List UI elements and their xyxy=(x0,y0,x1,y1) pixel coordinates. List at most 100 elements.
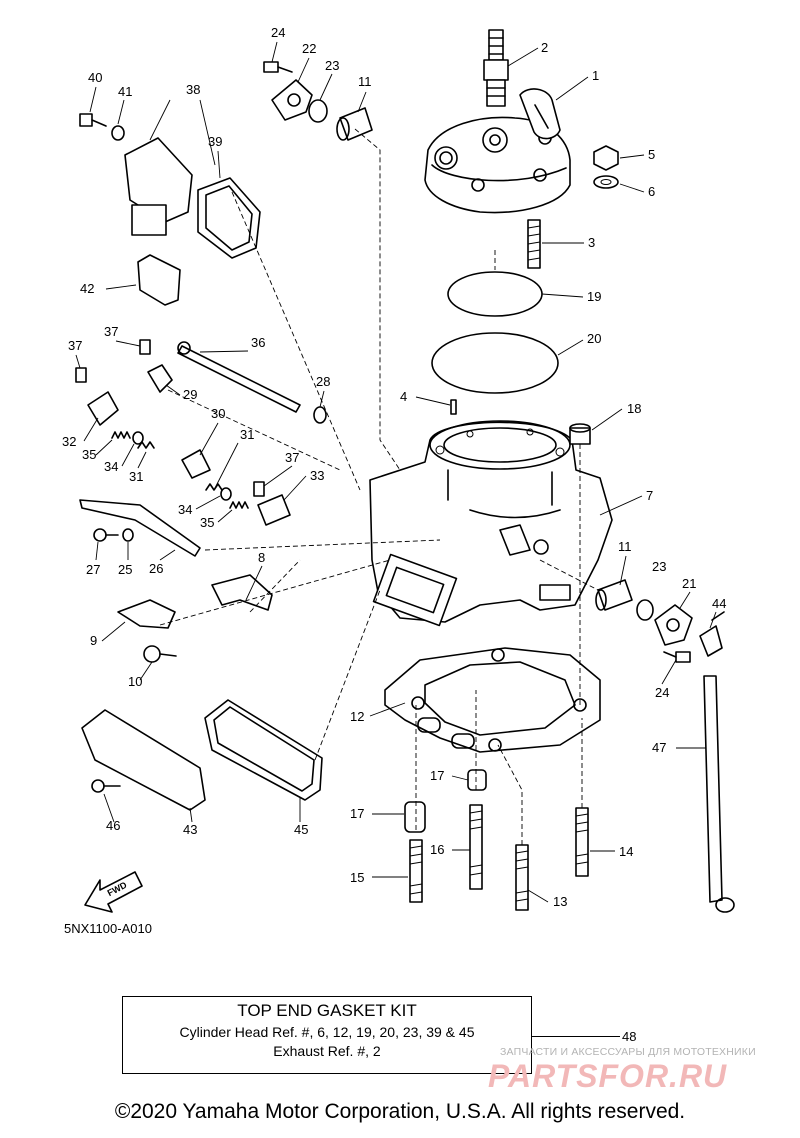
stud-15 xyxy=(409,839,423,903)
bracket-9 xyxy=(117,599,176,629)
dowel-pin-part xyxy=(450,399,457,415)
callout-34a: 34 xyxy=(104,459,118,474)
callout-23b: 23 xyxy=(652,559,666,574)
washer-34b xyxy=(220,487,232,501)
bolt-46 xyxy=(91,779,121,793)
valve-11-lower xyxy=(595,579,633,611)
callout-34b: 34 xyxy=(178,502,192,517)
callout-41: 41 xyxy=(118,84,132,99)
callout-3: 3 xyxy=(588,235,595,250)
callout-4: 4 xyxy=(400,389,407,404)
callout-15: 15 xyxy=(350,870,364,885)
callout-29: 29 xyxy=(183,387,197,402)
callout-35a: 35 xyxy=(82,447,96,462)
callout-27: 27 xyxy=(86,562,100,577)
housing-22 xyxy=(271,79,313,121)
kit-line-exhaust: Exhaust Ref. #, 2 xyxy=(273,1043,381,1059)
bracket-42 xyxy=(137,254,181,306)
flange-nut-part xyxy=(569,423,591,445)
callout-26: 26 xyxy=(149,561,163,576)
diagram-code: 5NX1100-A010 xyxy=(64,921,152,936)
callout-2: 2 xyxy=(541,40,548,55)
callout-16: 16 xyxy=(430,842,444,857)
callout-42: 42 xyxy=(80,281,94,296)
callout-39: 39 xyxy=(208,134,222,149)
callout-11b: 11 xyxy=(618,539,632,554)
bolt-37b xyxy=(139,339,151,355)
washer-34a xyxy=(132,431,144,445)
callout-1: 1 xyxy=(592,68,599,83)
valve-11-upper xyxy=(336,107,373,141)
link-plate-26 xyxy=(79,499,201,557)
shaft-36 xyxy=(177,341,301,413)
callout-37c: 37 xyxy=(285,450,299,465)
callout-33: 33 xyxy=(310,468,324,483)
callout-23a: 23 xyxy=(325,58,339,73)
callout-5: 5 xyxy=(648,147,655,162)
callout-43: 43 xyxy=(183,822,197,837)
bolt-37c xyxy=(253,481,265,497)
cylinder-part xyxy=(369,420,613,627)
callout-13: 13 xyxy=(553,894,567,909)
washer-25 xyxy=(122,528,134,542)
collar-17b xyxy=(404,801,426,833)
lever-30 xyxy=(181,449,211,479)
callout-11a: 11 xyxy=(358,74,372,89)
kit-line-cylinder-head: Cylinder Head Ref. #, 6, 12, 19, 20, 23,… xyxy=(179,1024,475,1040)
lever-8 xyxy=(211,574,273,611)
callout-8: 8 xyxy=(258,550,265,565)
base-gasket-part xyxy=(384,647,601,753)
callout-38: 38 xyxy=(186,82,200,97)
callout-24b: 24 xyxy=(655,685,669,700)
washer-28 xyxy=(313,406,327,424)
spark-plug-part xyxy=(483,29,509,107)
callout-47: 47 xyxy=(652,740,666,755)
callout-17b: 17 xyxy=(350,806,364,821)
callout-28: 28 xyxy=(316,374,330,389)
callout-labels: 1 2 3 4 5 6 7 8 9 10 11 11 12 13 14 15 1… xyxy=(62,25,726,909)
stud-13 xyxy=(515,844,529,911)
screw-24b xyxy=(663,651,691,663)
spring-31b xyxy=(205,483,223,491)
fitting-44 xyxy=(699,611,725,657)
spring-35a xyxy=(111,431,131,439)
o-ring-23b xyxy=(636,599,654,621)
callout-21: 21 xyxy=(682,576,696,591)
callout-22: 22 xyxy=(302,41,316,56)
kit-title: TOP END GASKET KIT xyxy=(237,1001,417,1020)
o-ring-20 xyxy=(431,332,559,394)
callout-25: 25 xyxy=(118,562,132,577)
callout-31b: 31 xyxy=(240,427,254,442)
valve-cover-38 xyxy=(124,137,193,236)
lever-33 xyxy=(257,494,291,526)
o-ring-23a xyxy=(308,99,328,123)
bolt-37a xyxy=(75,367,87,383)
callout-19: 19 xyxy=(587,289,601,304)
stud-14 xyxy=(575,807,589,877)
collar-17a xyxy=(467,769,487,791)
fwd-arrow-icon: FWD xyxy=(84,871,143,913)
lever-29 xyxy=(147,364,173,393)
copyright-notice: ©2020 Yamaha Motor Corporation, U.S.A. A… xyxy=(114,1100,686,1123)
callout-18: 18 xyxy=(627,401,641,416)
callout-20: 20 xyxy=(587,331,601,346)
exhaust-cover-43 xyxy=(81,709,206,811)
callout-40: 40 xyxy=(88,70,102,85)
kit-ref-number: 48 xyxy=(622,1029,637,1044)
callout-30: 30 xyxy=(211,406,225,421)
callout-36: 36 xyxy=(251,335,265,350)
callout-46: 46 xyxy=(106,818,120,833)
bolt-40 xyxy=(79,113,107,127)
leader-lines xyxy=(75,41,717,903)
callout-14: 14 xyxy=(619,844,633,859)
callout-35b: 35 xyxy=(200,515,214,530)
bolt-10 xyxy=(143,645,177,663)
kit-leader-line xyxy=(532,1036,620,1037)
watermark-subtitle: ЗАПЧАСТИ И АКСЕССУАРЫ ДЛЯ МОТОТЕХНИКИ xyxy=(500,1046,756,1058)
watermark-logo: PARTSFOR.RU xyxy=(488,1058,728,1094)
callout-24a: 24 xyxy=(271,25,285,40)
gasket-39 xyxy=(197,177,261,259)
gasket-45 xyxy=(204,699,323,801)
callout-6: 6 xyxy=(648,184,655,199)
